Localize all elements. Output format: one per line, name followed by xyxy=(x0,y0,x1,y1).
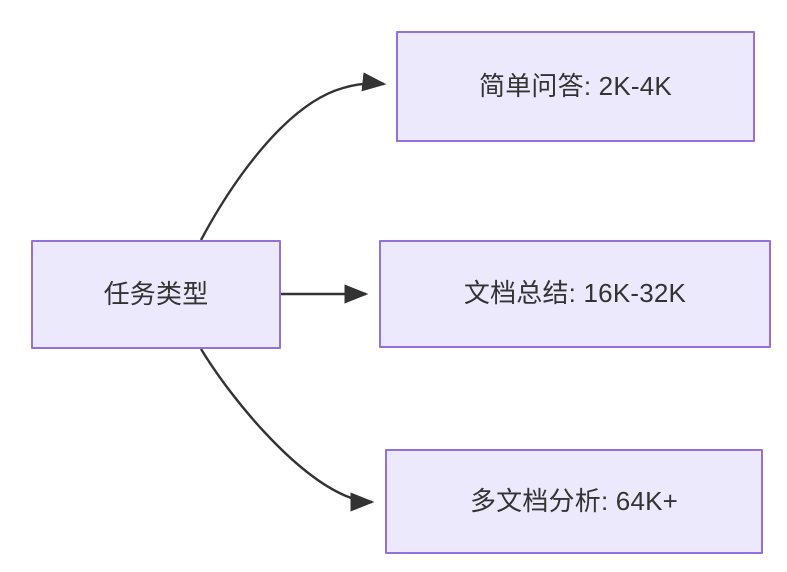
node-task-type[interactable]: 任务类型 xyxy=(31,240,281,349)
node-multi-doc-label: 多文档分析: 64K+ xyxy=(469,485,679,516)
node-task-type-label: 任务类型 xyxy=(103,278,209,309)
edge-source-to-simple-qa xyxy=(199,72,387,241)
node-doc-summary[interactable]: 文档总结: 16K-32K xyxy=(379,240,771,348)
node-simple-qa[interactable]: 简单问答: 2K-4K xyxy=(396,31,755,142)
node-simple-qa-label: 简单问答: 2K-4K xyxy=(479,70,672,101)
node-doc-summary-label: 文档总结: 16K-32K xyxy=(463,278,687,309)
node-multi-doc[interactable]: 多文档分析: 64K+ xyxy=(385,449,763,554)
edge-source-to-multi-doc xyxy=(199,348,375,512)
